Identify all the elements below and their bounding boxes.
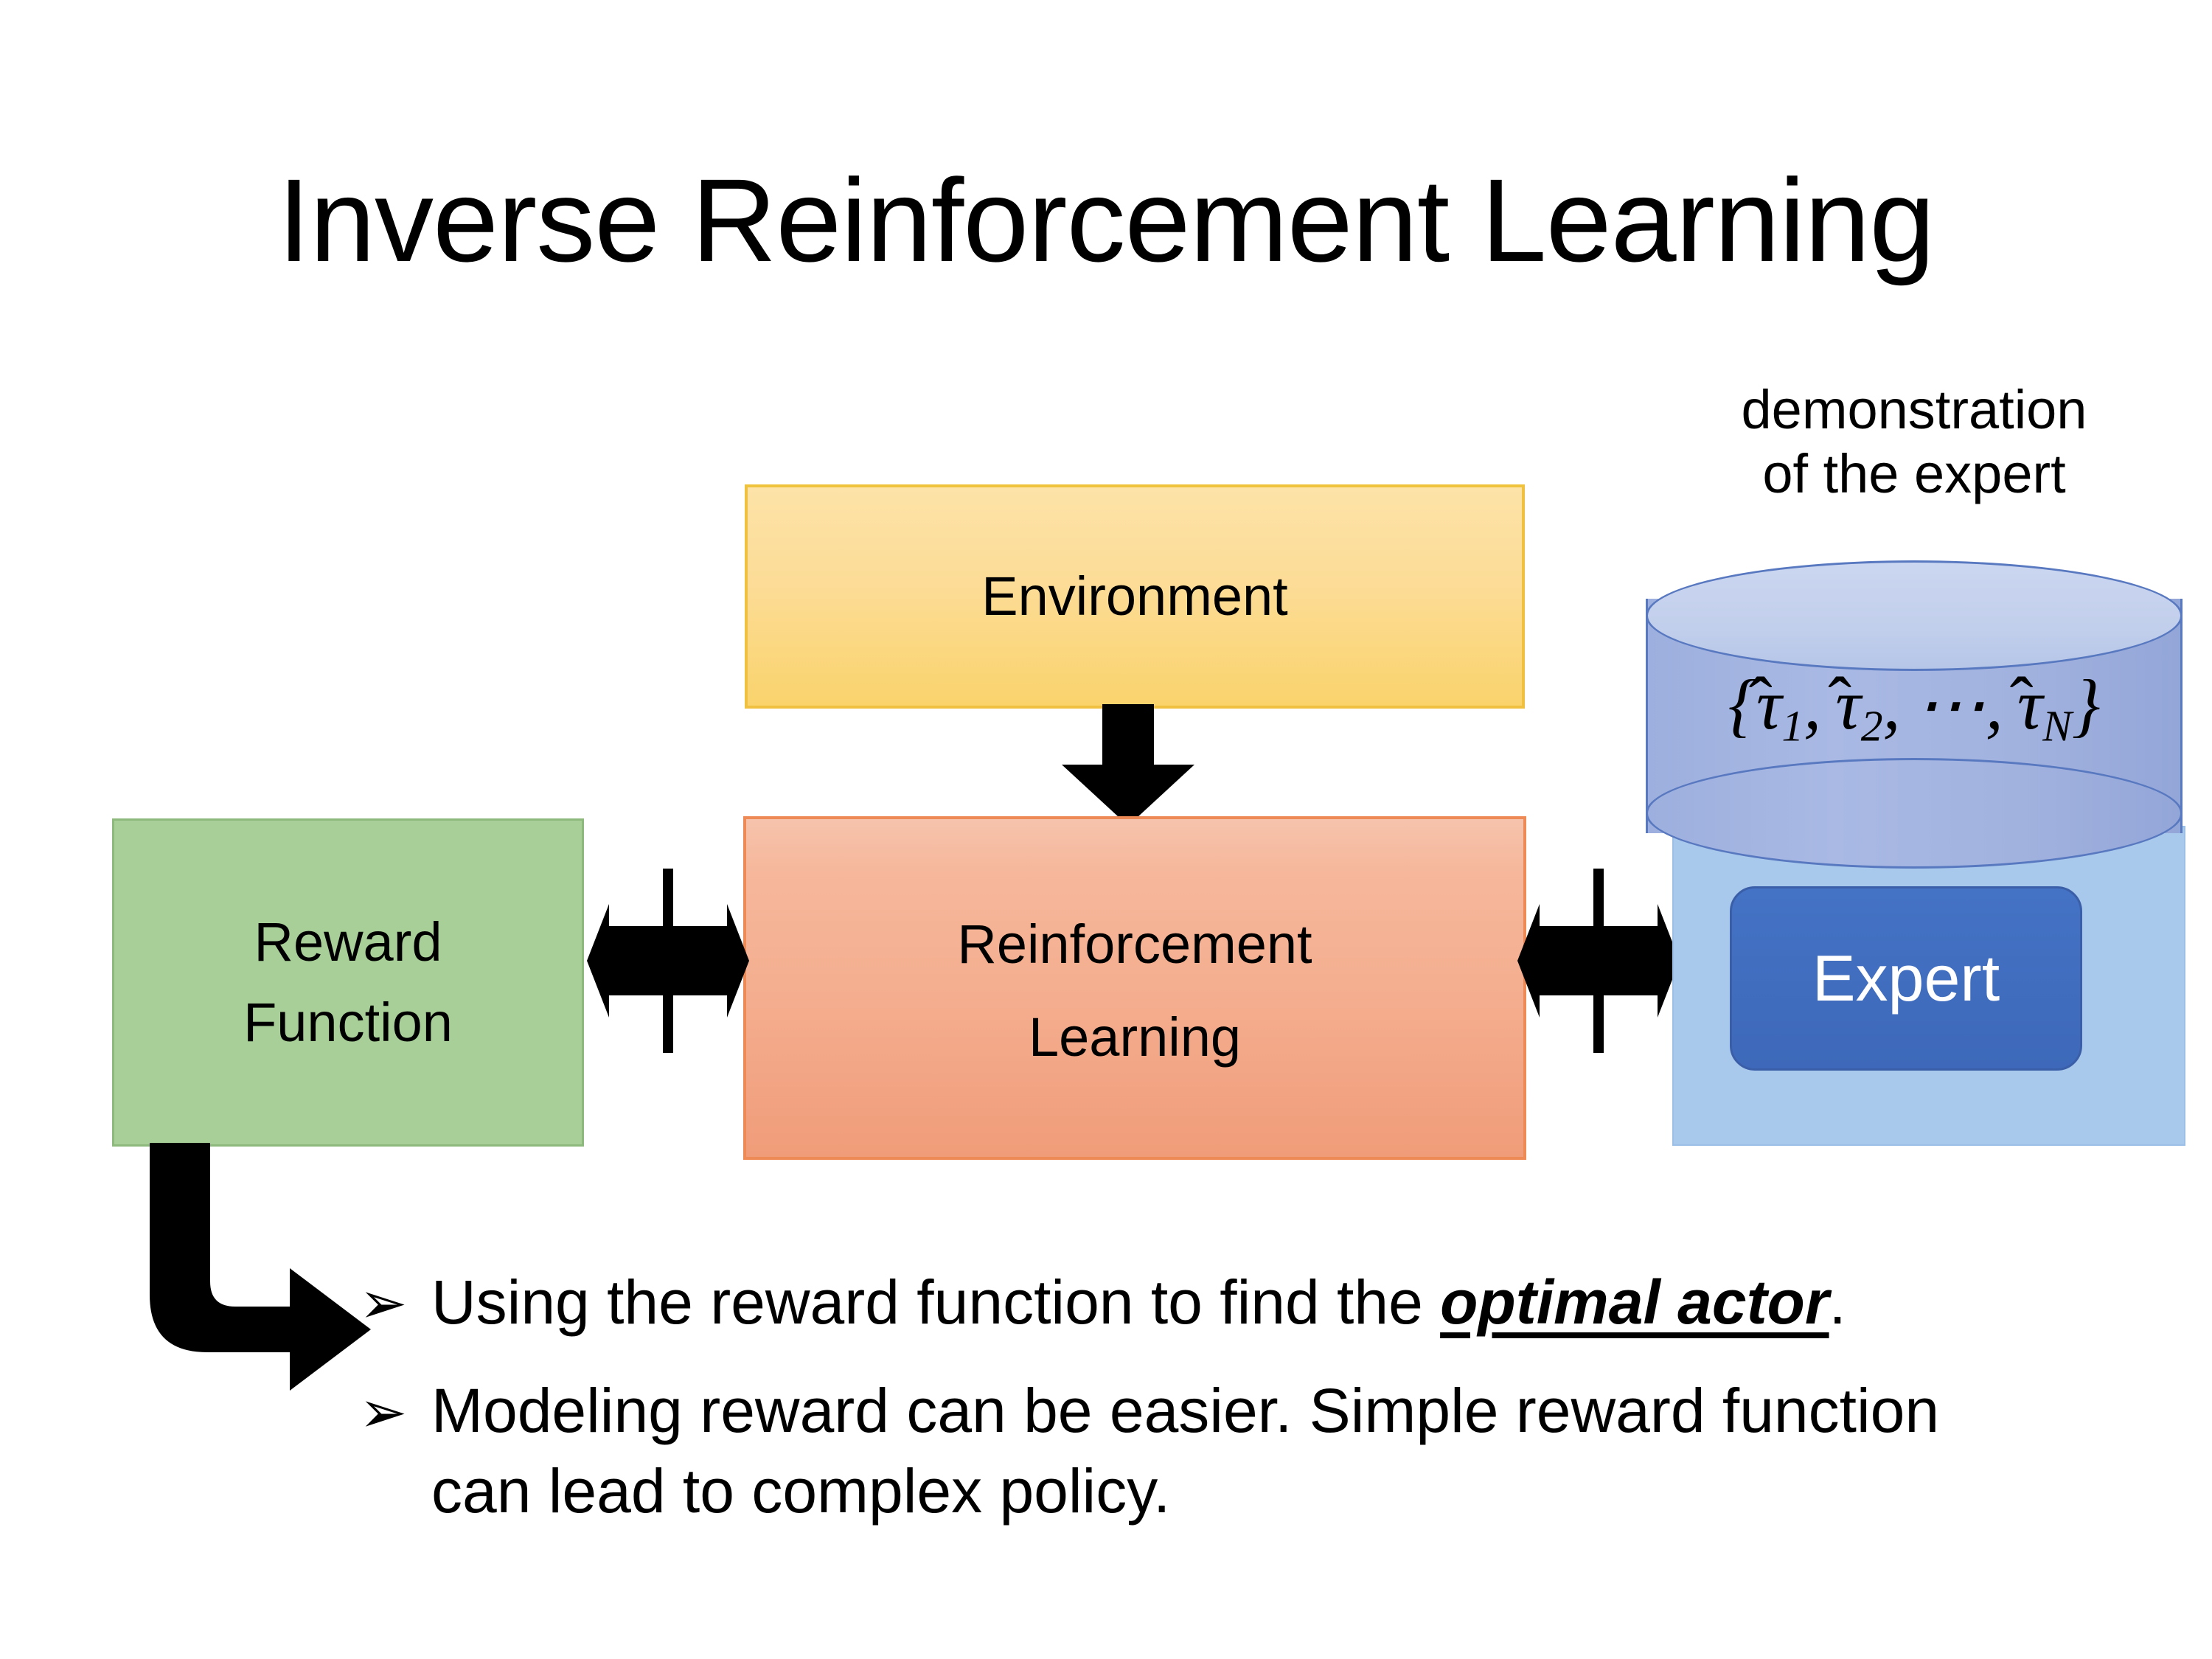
bullet-arrow-icon: ➢: [359, 1270, 408, 1336]
environment-box[interactable]: Environment: [745, 484, 1525, 709]
cylinder-top-ellipse: [1646, 560, 2183, 671]
formula-close-brace: }: [2071, 665, 2101, 744]
quad-arrow-left-icon: [587, 869, 749, 1053]
bent-arrow-icon: [150, 1143, 371, 1391]
bullet-text-after: .: [1829, 1267, 1846, 1337]
quad-arrow-right-icon: [1517, 869, 1680, 1053]
trajectory-set-formula: {τ1, τ2, ⋯, τN}: [1646, 669, 2183, 748]
rl-box-label-line2: Learning: [1028, 1006, 1241, 1068]
cylinder-bottom-ellipse: [1646, 758, 2183, 869]
reinforcement-learning-box[interactable]: Reinforcement Learning: [743, 816, 1526, 1160]
formula-sub-2: 2: [1860, 701, 1883, 751]
bullet-emphasis: optimal actor: [1440, 1267, 1829, 1337]
formula-comma-3: ,: [1985, 665, 2003, 744]
reward-function-box[interactable]: Reward Function: [112, 818, 584, 1147]
bullet-text-before: Modeling reward can be easier. Simple re…: [431, 1376, 1940, 1526]
formula-tau-2: τ: [1835, 669, 1860, 740]
demonstration-cylinder[interactable]: {τ1, τ2, ⋯, τN}: [1646, 560, 2183, 870]
expert-chip[interactable]: Expert: [1730, 886, 2082, 1071]
formula-comma-1: ,: [1804, 665, 1822, 744]
demonstration-caption-line2: of the expert: [1762, 443, 2066, 505]
arrow-down-icon: [1062, 704, 1194, 826]
list-item: ➢ Using the reward function to find the …: [359, 1262, 2055, 1343]
formula-tau-n: τ: [2017, 669, 2042, 740]
formula-open-brace: {: [1728, 665, 1757, 744]
demonstration-caption: demonstration of the expert: [1635, 378, 2193, 507]
reward-box-label-line2: Function: [243, 991, 453, 1053]
formula-ellipsis: ⋯: [1914, 665, 1986, 744]
formula-sub-n: N: [2042, 701, 2072, 751]
expert-chip-label: Expert: [1812, 942, 2000, 1015]
rl-box-label-line1: Reinforcement: [957, 913, 1312, 975]
formula-comma-2: ,: [1882, 665, 1901, 744]
list-item: ➢ Modeling reward can be easier. Simple …: [359, 1371, 2055, 1531]
environment-box-label: Environment: [981, 565, 1288, 627]
formula-tau-1: τ: [1756, 669, 1781, 740]
reward-box-label-line1: Reward: [254, 911, 442, 973]
formula-sub-1: 1: [1781, 701, 1804, 751]
page-title: Inverse Reinforcement Learning: [277, 154, 1935, 286]
demonstration-caption-line1: demonstration: [1741, 379, 2087, 440]
bullet-arrow-icon: ➢: [359, 1379, 408, 1444]
bullet-list: ➢ Using the reward function to find the …: [359, 1262, 2055, 1532]
bullet-text-before: Using the reward function to find the: [431, 1267, 1441, 1337]
